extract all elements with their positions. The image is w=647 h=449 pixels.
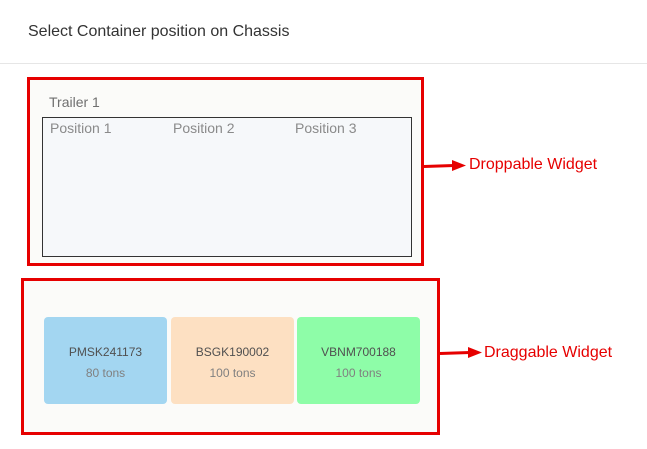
- container-weight: 100 tons: [209, 366, 256, 380]
- container-card-1[interactable]: PMSK241173 80 tons: [44, 317, 167, 404]
- container-id: BSGK190002: [195, 345, 270, 359]
- draggable-widget-annotation: Draggable Widget: [484, 344, 613, 361]
- trailer-drop-zone[interactable]: [42, 117, 412, 257]
- dialog-title: Select Container position on Chassis: [28, 23, 290, 40]
- container-id: VBNM700188: [321, 345, 396, 359]
- position-slot-3[interactable]: Position 3: [295, 120, 357, 136]
- droppable-widget-annotation: Droppable Widget: [469, 156, 598, 173]
- position-slot-2[interactable]: Position 2: [173, 120, 235, 136]
- container-card-3[interactable]: VBNM700188 100 tons: [297, 317, 420, 404]
- container-card-2[interactable]: BSGK190002 100 tons: [171, 317, 294, 404]
- container-weight: 100 tons: [335, 366, 382, 380]
- position-slot-1[interactable]: Position 1: [50, 120, 112, 136]
- container-id: PMSK241173: [68, 345, 143, 359]
- trailer-label: Trailer 1: [49, 94, 100, 110]
- dialog-header: Select Container position on Chassis: [0, 0, 647, 64]
- container-weight: 80 tons: [85, 366, 126, 380]
- droppable-arrow-icon: [424, 160, 466, 171]
- draggable-arrow-icon: [440, 347, 482, 358]
